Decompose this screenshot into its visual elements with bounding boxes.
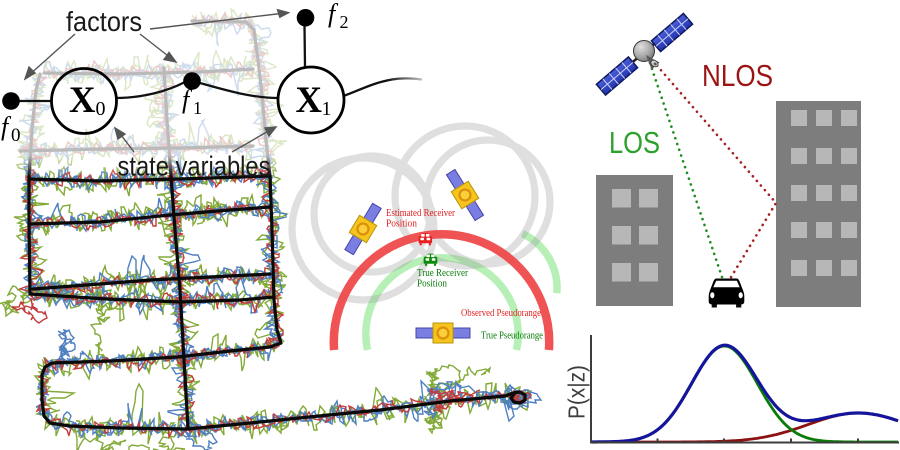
svg-text:1: 1 (322, 98, 332, 120)
svg-text:X: X (296, 80, 323, 121)
svg-text:0: 0 (11, 125, 21, 146)
svg-text:True Receiver: True Receiver (417, 268, 468, 279)
svg-text:f: f (182, 85, 193, 114)
svg-text:P(x|z): P(x|z) (564, 365, 590, 419)
svg-text:X: X (69, 80, 96, 121)
svg-text:Observed Pseudorange: Observed Pseudorange (461, 308, 541, 319)
svg-text:NLOS: NLOS (702, 58, 773, 93)
svg-text:1: 1 (193, 98, 202, 118)
svg-text:0: 0 (96, 98, 106, 120)
svg-text:2: 2 (340, 12, 349, 32)
svg-text:state variables: state variables (118, 151, 271, 182)
svg-text:Position: Position (417, 279, 448, 290)
svg-text:f: f (328, 0, 339, 28)
svg-text:LOS: LOS (609, 125, 660, 160)
svg-text:f: f (1, 112, 12, 141)
svg-text:True Pseudorange: True Pseudorange (481, 331, 543, 342)
svg-text:factors: factors (66, 6, 142, 37)
svg-text:Estimated Receiver: Estimated Receiver (386, 208, 455, 219)
svg-text:Position: Position (386, 219, 418, 230)
